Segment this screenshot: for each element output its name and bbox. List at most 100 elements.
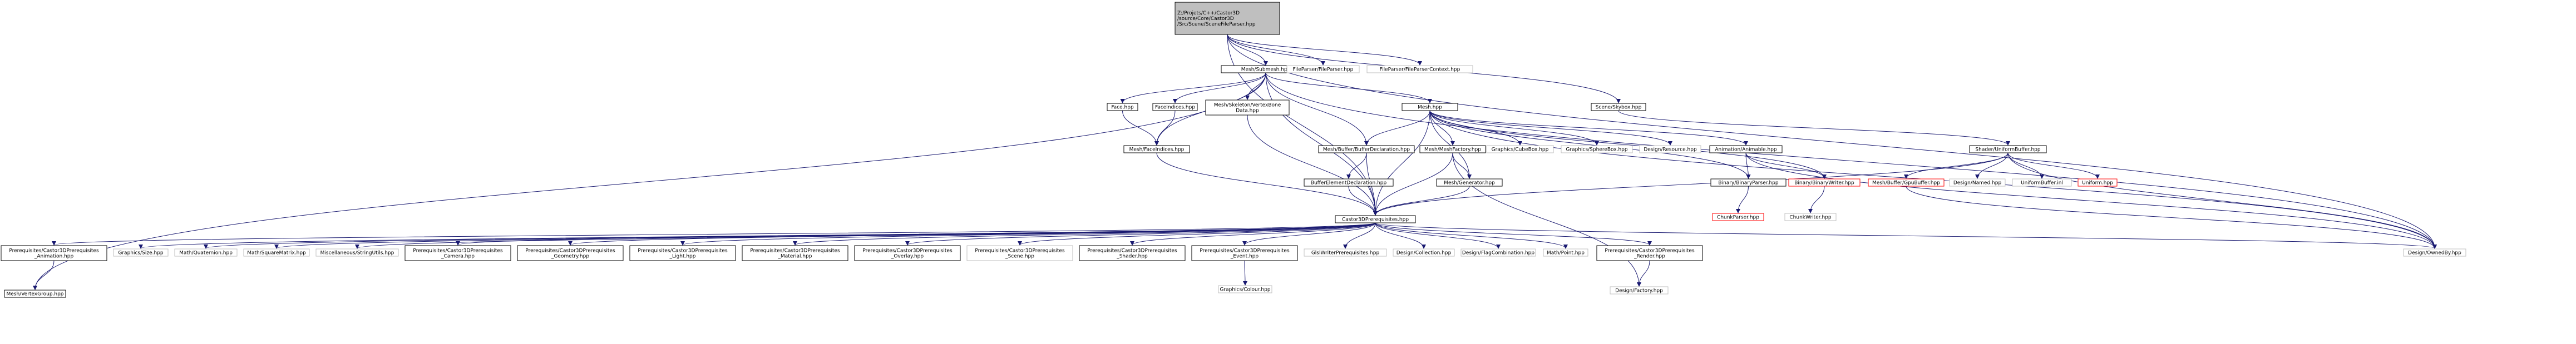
edge-uniformbuffer-to-uniform xyxy=(2007,152,2100,179)
node-p_camera[interactable]: Prerequisites/Castor3DPrerequisites_Came… xyxy=(404,245,511,261)
node-uniforminl[interactable]: UniformBuffer.inl xyxy=(2012,178,2072,187)
node-box xyxy=(243,248,310,257)
node-named[interactable]: Design/Named.hpp xyxy=(1949,178,2006,187)
node-colour[interactable]: Graphics/Colour.hpp xyxy=(1218,285,1272,293)
edge-animable-to-binparser xyxy=(1745,152,1751,179)
node-spherebox[interactable]: Graphics/SphereBox.hpp xyxy=(1561,145,1633,153)
node-quat[interactable]: Math/Quaternion.hpp xyxy=(174,248,238,257)
node-box xyxy=(1543,248,1588,257)
node-box xyxy=(315,248,399,257)
edge-submesh-to-mesh xyxy=(1265,72,1432,103)
node-p_event[interactable]: Prerequisites/Castor3DPrerequisites_Even… xyxy=(1191,245,1298,261)
node-fpcontext[interactable]: FileParser/FileParserContext.hpp xyxy=(1366,65,1473,73)
node-p_geom[interactable]: Prerequisites/Castor3DPrerequisites_Geom… xyxy=(517,245,624,261)
edge-meshfactory-to-castorprereq xyxy=(1373,152,1453,216)
node-meshgen[interactable]: Mesh/Generator.hpp xyxy=(1436,178,1503,187)
node-box xyxy=(1591,103,1646,111)
edge-root-to-castorprereq xyxy=(1227,34,1378,216)
node-label: Prerequisites/Castor3DPrerequisites xyxy=(525,248,615,254)
node-p_light[interactable]: Prerequisites/Castor3DPrerequisites_Ligh… xyxy=(629,245,736,261)
node-uniform[interactable]: Uniform.hpp xyxy=(2077,178,2118,187)
node-label: Binary/BinaryWriter.hpp xyxy=(1794,181,1854,186)
node-uniformbuffer[interactable]: Shader/UniformBuffer.hpp xyxy=(1969,145,2047,153)
node-label: Face.hpp xyxy=(1111,105,1134,111)
node-label: Animation/Animable.hpp xyxy=(1715,147,1777,153)
node-label: GlslWriterPrerequisites.hpp xyxy=(1311,251,1380,256)
edge-mesh-to-spherebox xyxy=(1429,110,1599,146)
edge-faceidx-to-meshfaceidx xyxy=(1154,110,1176,146)
node-meshfactory[interactable]: Mesh/MeshFactory.hpp xyxy=(1419,145,1486,153)
edge-meshgen-to-castorprereq xyxy=(1373,186,1470,216)
node-strutils[interactable]: Miscellaneous/StringUtils.hpp xyxy=(315,248,399,257)
node-box xyxy=(1393,248,1455,257)
node-faceidx[interactable]: FaceIndices.hpp xyxy=(1152,103,1198,111)
node-glslwriter[interactable]: GlslWriterPrerequisites.hpp xyxy=(1304,248,1387,257)
edge-meshfactory-to-dfactory xyxy=(1452,152,1641,287)
node-box xyxy=(1286,65,1360,73)
node-point[interactable]: Math/Point.hpp xyxy=(1543,248,1588,257)
node-p_shader[interactable]: Prerequisites/Castor3DPrerequisites_Shad… xyxy=(1079,245,1186,261)
edge-root-to-fileparser xyxy=(1227,34,1325,66)
edge-castorprereq-to-p_mat xyxy=(793,222,1376,246)
node-label: ChunkWriter.hpp xyxy=(1789,215,1832,221)
node-mesh[interactable]: Mesh.hpp xyxy=(1401,103,1458,111)
node-cubebox[interactable]: Graphics/CubeBox.hpp xyxy=(1486,145,1554,153)
node-box xyxy=(4,290,66,298)
edge-mesh-to-meshfactory xyxy=(1429,110,1455,146)
node-p_anim[interactable]: Prerequisites/Castor3DPrerequisites_Anim… xyxy=(1,245,107,261)
node-label: FileParser/FileParser.hpp xyxy=(1293,67,1354,73)
node-collection[interactable]: Design/Collection.hpp xyxy=(1393,248,1455,257)
node-label: Prerequisites/Castor3DPrerequisites xyxy=(862,248,953,254)
node-label: Prerequisites/Castor3DPrerequisites xyxy=(413,248,503,254)
node-label: Design/Collection.hpp xyxy=(1396,251,1452,256)
node-label: UniformBuffer.inl xyxy=(2021,181,2063,186)
node-skybox[interactable]: Scene/Skybox.hpp xyxy=(1591,103,1646,111)
edge-submesh-to-vertexgroup xyxy=(33,72,1266,290)
node-bufdecl[interactable]: Mesh/Buffer/BufferDeclaration.hpp xyxy=(1318,145,1415,153)
node-p_scene[interactable]: Prerequisites/Castor3DPrerequisites_Scen… xyxy=(966,245,1073,261)
edge-uniformbuffer-to-ownedby xyxy=(2007,152,2437,249)
node-label: Prerequisites/Castor3DPrerequisites xyxy=(9,248,99,254)
node-box xyxy=(1191,245,1298,261)
edge-animable-to-ownedby xyxy=(1745,152,2437,249)
edge-face-to-meshfaceidx xyxy=(1122,110,1159,146)
node-label: _Geometry.hpp xyxy=(551,254,589,260)
node-p_render[interactable]: Prerequisites/Castor3DPrerequisites_Rend… xyxy=(1596,245,1703,261)
node-ownedby[interactable]: Design/OwnedBy.hpp xyxy=(2403,248,2466,257)
node-size[interactable]: Graphics/Size.hpp xyxy=(113,248,169,257)
node-chunkparser[interactable]: ChunkParser.hpp xyxy=(1712,213,1764,221)
node-sqmat[interactable]: Math/SquareMatrix.hpp xyxy=(243,248,310,257)
node-label: Design/Resource.hpp xyxy=(1644,147,1697,153)
nodes-layer: Z:/Projets/C++/Castor3D/source/Core/Cast… xyxy=(1,2,2466,298)
node-resource[interactable]: Design/Resource.hpp xyxy=(1639,145,1701,153)
node-binparser[interactable]: Binary/BinaryParser.hpp xyxy=(1710,178,1787,187)
node-label: /source/Core/Castor3D xyxy=(1177,16,1234,22)
node-label: Design/OwnedBy.hpp xyxy=(2408,251,2461,256)
node-box xyxy=(1318,145,1415,153)
node-box xyxy=(1969,145,2047,153)
node-p_overlay[interactable]: Prerequisites/Castor3DPrerequisites_Over… xyxy=(854,245,961,261)
node-castorprereq[interactable]: Castor3DPrerequisites.hpp xyxy=(1335,215,1416,223)
edge-mesh-to-cubebox xyxy=(1429,110,1522,146)
edge-mesh-to-resource xyxy=(1429,110,1672,146)
node-box xyxy=(1561,145,1633,153)
node-flagcomb[interactable]: Design/FlagCombination.hpp xyxy=(1460,248,1536,257)
node-meshfaceidx[interactable]: Mesh/FaceIndices.hpp xyxy=(1123,145,1190,153)
node-p_mat[interactable]: Prerequisites/Castor3DPrerequisites_Mate… xyxy=(742,245,848,261)
node-gpubuffer[interactable]: Mesh/Buffer/GpuBuffer.hpp xyxy=(1868,178,1945,187)
node-animable[interactable]: Animation/Animable.hpp xyxy=(1709,145,1783,153)
node-vertexgroup[interactable]: Mesh/VertexGroup.hpp xyxy=(4,290,66,298)
node-binwriter[interactable]: Binary/BinaryWriter.hpp xyxy=(1788,178,1861,187)
node-face[interactable]: Face.hpp xyxy=(1107,103,1138,111)
node-label: /Src/Scene/SceneFileParser.hpp xyxy=(1177,22,1256,27)
node-box xyxy=(1784,213,1837,221)
node-box xyxy=(1788,178,1861,187)
node-dfactory[interactable]: Design/Factory.hpp xyxy=(1610,286,1669,295)
node-box xyxy=(1218,285,1272,293)
node-fileparser[interactable]: FileParser/FileParser.hpp xyxy=(1286,65,1360,73)
node-chunkwriter[interactable]: ChunkWriter.hpp xyxy=(1784,213,1837,221)
node-bufelem[interactable]: BufferElementDeclaration.hpp xyxy=(1304,178,1394,187)
edge-castorprereq-to-p_scene xyxy=(1018,222,1376,246)
edge-uniformbuffer-to-castorprereq xyxy=(1373,152,2009,216)
